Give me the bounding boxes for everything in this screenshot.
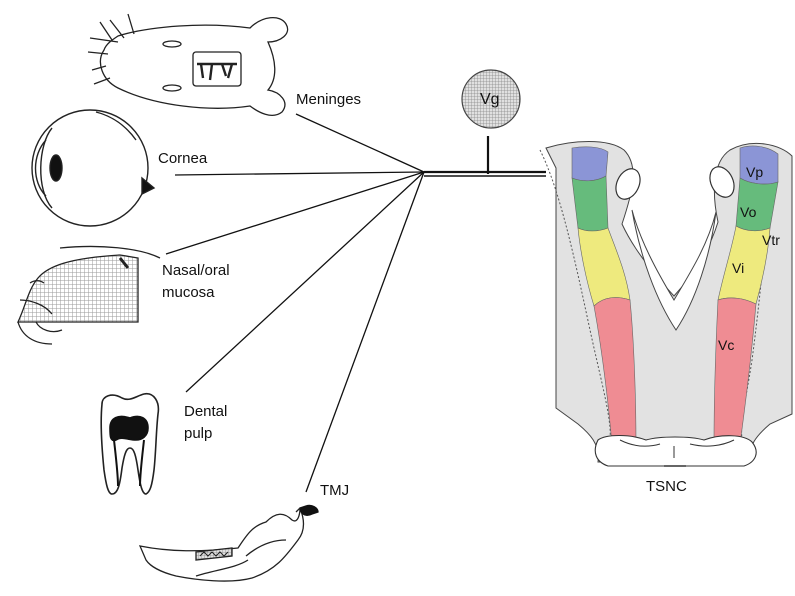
segment-vp-label: Vp <box>746 164 763 180</box>
trigeminal-root <box>424 136 546 176</box>
tsnc-label: TSNC <box>646 477 687 496</box>
dental-pulp-label-line1: Dental <box>184 402 227 421</box>
dental-pulp-label-line2: pulp <box>184 424 212 443</box>
segment-vi-label: Vi <box>732 260 744 276</box>
segment-vo-label: Vo <box>740 204 757 220</box>
eye-illustration <box>32 110 154 226</box>
cornea-label: Cornea <box>158 149 207 168</box>
meninges-label: Meninges <box>296 90 361 109</box>
jaw-illustration <box>140 505 318 581</box>
rat-head-illustration <box>88 14 288 115</box>
segment-vtr-label: Vtr <box>762 232 780 248</box>
tooth-illustration <box>101 394 158 494</box>
nasal-oral-mucosa-label-line1: Nasal/oral <box>162 261 230 280</box>
vg-label: Vg <box>480 90 500 109</box>
tmj-label: TMJ <box>320 481 349 500</box>
segment-vc-label: Vc <box>718 337 734 353</box>
nose-illustration <box>18 246 160 344</box>
brainstem-section: Vp Vo Vtr Vi Vc <box>540 142 792 467</box>
nasal-oral-mucosa-label-line2: mucosa <box>162 283 215 302</box>
